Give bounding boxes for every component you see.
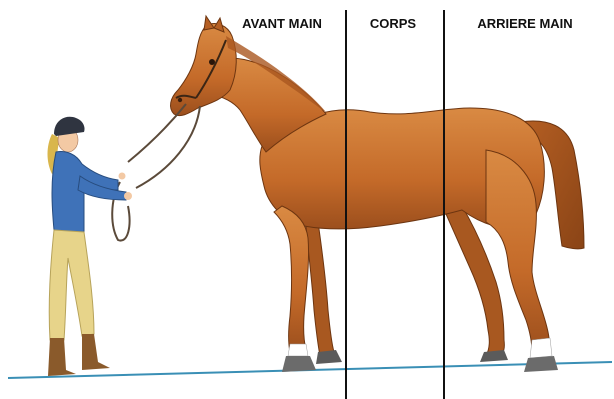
near-hind-sock	[530, 338, 552, 358]
near-front-hoof	[282, 356, 316, 372]
rider-helmet	[54, 117, 85, 136]
far-hind-hoof	[480, 350, 508, 362]
lead-rope	[112, 104, 200, 241]
rider-hand-upper	[119, 173, 126, 180]
rider-boot-right	[82, 334, 110, 370]
rider-boot-left	[48, 338, 76, 376]
rider-breeches	[49, 230, 94, 340]
section-label-arriere-main: ARRIERE MAIN	[477, 16, 572, 31]
near-hind-hoof	[524, 356, 558, 372]
rider	[48, 117, 133, 376]
horse-eye	[209, 59, 215, 65]
near-front-sock	[288, 344, 308, 356]
horse-ear-left	[204, 16, 214, 30]
far-front-hoof	[316, 350, 342, 364]
horse-nostril	[178, 98, 182, 102]
horse-near-front-leg	[274, 206, 309, 352]
section-label-corps: CORPS	[370, 16, 417, 31]
rider-hand	[124, 192, 132, 200]
section-label-avant-main: AVANT MAIN	[242, 16, 322, 31]
